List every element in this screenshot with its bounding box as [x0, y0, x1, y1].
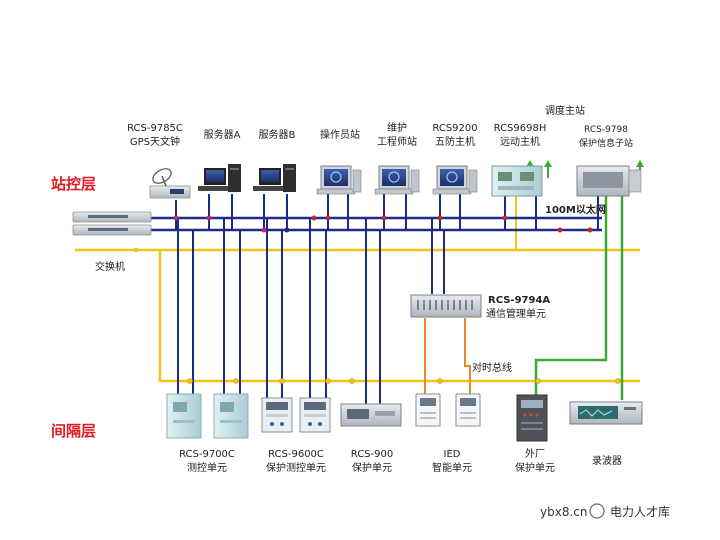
svg-text:保护单元: 保护单元: [515, 461, 555, 474]
svg-text:智能单元: 智能单元: [432, 461, 472, 474]
comm-links: [424, 318, 471, 394]
recorder-unit: [569, 401, 643, 425]
ied-unit-1: [415, 393, 441, 427]
junction-dots: [133, 215, 621, 384]
svg-text:GPS天文钟: GPS天文钟: [130, 135, 180, 148]
station-drops: [175, 194, 599, 230]
time-bus-label: 对时总线: [472, 361, 512, 374]
protection-info-substation: [576, 165, 642, 197]
svg-text:五防主机: 五防主机: [435, 135, 475, 148]
watermark-logo-icon: [589, 503, 605, 519]
server-a-label: 服务器A: [204, 128, 241, 141]
engineer-label: 维护 工程师站: [377, 121, 417, 148]
recorder-label: 录波器: [592, 454, 622, 467]
protect-measure-unit-1: [261, 397, 293, 433]
telecontrol-label: RCS9698H 远动主机: [494, 123, 547, 148]
ied-label: IED 智能单元: [432, 449, 472, 474]
five-defense-host: [432, 165, 478, 195]
svg-text:ybx8.cn: ybx8.cn: [540, 505, 587, 519]
svg-text:RCS-9700C: RCS-9700C: [179, 449, 235, 460]
server-b-device: [253, 164, 296, 192]
five-defense-label: RCS9200 五防主机: [432, 123, 477, 148]
gps-clock-device: [149, 168, 191, 199]
server-b-label: 服务器B: [259, 128, 296, 141]
measure-control-label: RCS-9700C 测控单元: [179, 449, 235, 474]
protect-measure-label: RCS-9600C 保护测控单元: [266, 449, 326, 474]
ied-unit-2: [455, 393, 481, 427]
fault-info-links: [534, 196, 624, 400]
svg-text:RCS-900: RCS-900: [351, 449, 393, 460]
protect-measure-unit-2: [299, 397, 331, 433]
network-label: 100M以太网: [545, 203, 606, 216]
svg-text:RCS-9794A: RCS-9794A: [488, 295, 550, 306]
comm-management-unit: [410, 294, 482, 318]
switch-device: [72, 211, 152, 236]
engineer-workstation: [374, 165, 420, 195]
svg-text:外厂: 外厂: [525, 448, 545, 460]
measure-control-unit-2: [213, 393, 249, 439]
dispatch-label: 调度主站: [545, 104, 585, 117]
svg-text:工程师站: 工程师站: [377, 135, 417, 148]
svg-text:RCS9200: RCS9200: [432, 123, 477, 134]
bay-drops-blue: [177, 218, 445, 404]
station-layer-title: 站控层: [51, 175, 96, 193]
svg-text:保护测控单元: 保护测控单元: [266, 461, 326, 474]
svg-text:通信管理单元: 通信管理单元: [486, 307, 546, 320]
operator-workstation: [316, 165, 362, 195]
gps-label: RCS-9785C GPS天文钟: [127, 123, 183, 148]
svg-text:RCS-9785C: RCS-9785C: [127, 123, 183, 134]
svg-text:电力人才库: 电力人才库: [610, 504, 670, 519]
svg-text:远动主机: 远动主机: [500, 135, 540, 148]
svg-text:RCS9698H: RCS9698H: [494, 123, 547, 134]
bay-layer-title: 间隔层: [51, 422, 96, 440]
external-label: 外厂 保护单元: [515, 448, 555, 474]
protection-label: RCS-900 保护单元: [351, 449, 393, 474]
svg-text:IED: IED: [444, 449, 461, 460]
comm-unit-label: RCS-9794A 通信管理单元: [486, 295, 550, 320]
svg-text:测控单元: 测控单元: [187, 461, 227, 474]
external-protection-unit: [516, 394, 548, 442]
substation-label: RCS-9798 保护信息子站: [579, 125, 633, 149]
svg-text:保护信息子站: 保护信息子站: [579, 137, 633, 149]
operator-label: 操作员站: [320, 128, 360, 141]
switch-label: 交换机: [95, 260, 125, 273]
svg-text:保护单元: 保护单元: [352, 461, 392, 474]
arrow-heads: [526, 160, 644, 167]
watermark: ybx8.cn 电力人才库: [540, 503, 670, 519]
protection-unit: [340, 403, 402, 427]
measure-control-unit-1: [166, 393, 202, 439]
svg-text:维护: 维护: [387, 121, 407, 134]
svg-text:RCS-9600C: RCS-9600C: [268, 449, 324, 460]
svg-text:RCS-9798: RCS-9798: [584, 125, 628, 135]
server-a-device: [198, 164, 241, 192]
telecontrol-host: [491, 165, 543, 197]
